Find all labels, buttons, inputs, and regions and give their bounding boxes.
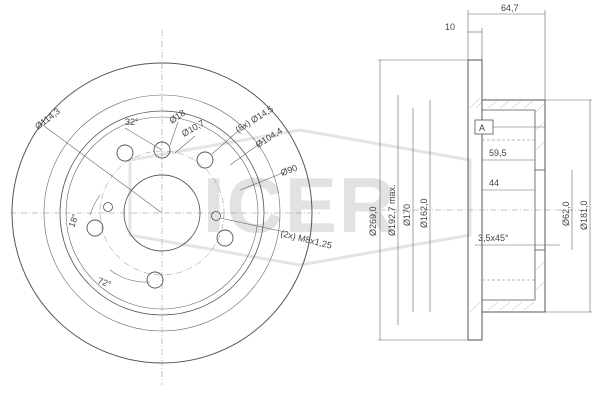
leader-5x (211, 124, 246, 155)
hat-body (482, 99, 546, 313)
section-hatching (469, 97, 545, 313)
leader-d104 (229, 139, 266, 166)
label-647: 64,7 (501, 3, 519, 13)
label-d107: Ø10,7 (180, 118, 206, 139)
label-angle18: 18° (66, 212, 80, 229)
bolt-hole (86, 219, 104, 237)
side-view: 64,7 10 A 59,5 44 3,5x45° Ø269,0 Ø192,7 … (368, 3, 592, 341)
label-datum-a: A (479, 123, 485, 133)
label-d104: Ø104,4 (254, 126, 284, 150)
leader-d114 (39, 122, 163, 214)
label-d269: Ø269,0 (368, 206, 378, 236)
label-10: 10 (445, 22, 455, 32)
label-d170: Ø170 (402, 204, 412, 226)
threaded-hole (103, 202, 113, 212)
bolt-hole (216, 229, 234, 247)
bolt-hole (116, 144, 134, 162)
watermark-text: ICER (203, 161, 397, 249)
label-595: 59,5 (489, 148, 507, 158)
bolt-hole (196, 151, 214, 169)
label-d114: Ø114,3 (33, 106, 62, 132)
bolt-hole (153, 141, 171, 159)
label-5x-holes: (5x) Ø14,5 (234, 104, 275, 135)
leader-d90 (239, 171, 286, 191)
leader-angle32 (124, 127, 163, 151)
threaded-hole (211, 211, 221, 221)
label-d181: Ø181,0 (579, 200, 589, 230)
icer-watermark-logo: ICER (128, 128, 472, 267)
label-d162: Ø162,0 (419, 198, 429, 228)
arc-angle18 (89, 194, 101, 216)
hat-inner (482, 109, 536, 301)
label-d62: Ø62,0 (561, 201, 571, 226)
label-d1927: Ø192,7 max. (387, 184, 397, 236)
leader-hole18 (169, 121, 179, 146)
label-angle32: 32° (125, 117, 139, 127)
friction-ring (467, 59, 483, 341)
label-hole18: Ø18 (167, 108, 187, 126)
arc-angle72 (109, 269, 151, 283)
leader-thread (219, 217, 286, 233)
leader-d107 (174, 135, 196, 154)
label-44: 44 (489, 178, 499, 188)
label-angle72: 72° (96, 275, 113, 289)
bolt-hole (146, 271, 164, 289)
label-chamfer: 3,5x45° (478, 233, 509, 243)
